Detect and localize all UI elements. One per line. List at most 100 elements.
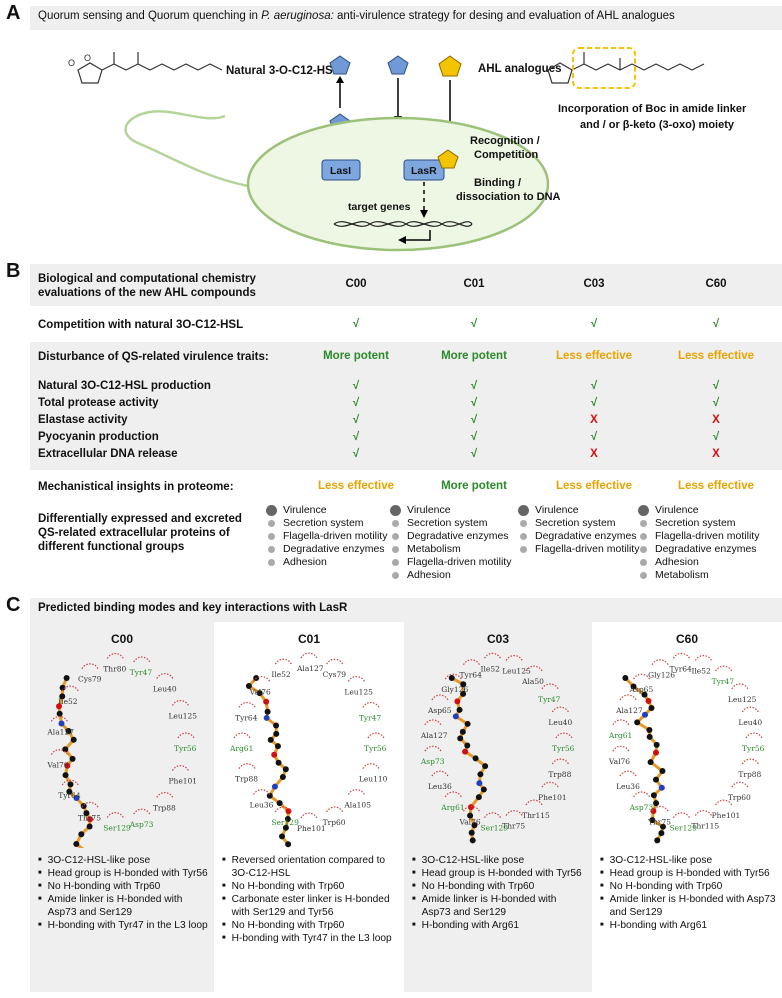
ligand-atom: [263, 714, 270, 721]
hydrophobic-arc: [619, 770, 637, 777]
hydrophobic-arc: [694, 810, 712, 816]
hydrophobic-arc: [741, 706, 759, 713]
binding-line1: Binding /: [474, 177, 521, 189]
bullet-dot-icon: [392, 546, 399, 553]
hydrophobic-arc: [171, 765, 190, 771]
check-mark: √: [352, 431, 360, 443]
residue-label: Leu36: [428, 782, 452, 791]
protein-label: Degradative enzymes: [283, 543, 385, 555]
residue-label: Asp73: [629, 803, 654, 812]
hydrophobic-arc: [133, 656, 151, 663]
ligand-atom: [245, 683, 252, 690]
hydrophobic-arc: [444, 791, 462, 798]
ligand-atom: [64, 762, 71, 769]
bullet-text: Amide linker is H-bonded with Asp73 and …: [421, 894, 557, 918]
b-competition-row: Competition with natural 3O-C12-HSL √ √ …: [30, 310, 782, 340]
ligand-atom: [279, 773, 286, 780]
residue-label: Phe101: [538, 793, 567, 802]
ligplot-diagram: Tyr56Phe101Trp88Asp73Ser129Thr75Tyr64Val…: [46, 652, 197, 848]
check-mark: √: [470, 397, 478, 409]
bullet-item: 3O-C12-HSL-like pose: [412, 854, 586, 867]
bullet-dot-icon: [638, 505, 649, 516]
natural-label: Natural 3-O-C12-HSL: [226, 65, 340, 77]
residue-label: Thr115: [691, 822, 719, 831]
hydrophobic-arc: [171, 699, 190, 706]
residue-label: Tyr47: [359, 713, 382, 722]
ligand-atom: [659, 767, 666, 774]
hydrophobic-arc: [505, 810, 523, 816]
hydrophobic-arc: [612, 719, 630, 726]
hydrophobic-arc: [431, 770, 449, 777]
hydrophobic-arc: [431, 694, 449, 701]
ligand-atom: [285, 841, 292, 848]
competition-c60: √: [712, 318, 720, 330]
hydrophobic-arc: [81, 663, 99, 670]
residue-label: Ala127: [615, 706, 643, 715]
trait-label: Pyocyanin production: [38, 431, 159, 443]
ligand-atom: [622, 675, 629, 681]
disturbance-label: Disturbance of QS-related virulence trai…: [38, 351, 269, 363]
residue-label: Leu125: [728, 695, 757, 704]
ligand-atom: [464, 720, 471, 727]
hydrophobic-arc: [484, 812, 502, 819]
ligand-atom: [271, 751, 278, 758]
protein-label: Secretion system: [407, 517, 488, 529]
hydrophobic-arc: [505, 654, 523, 661]
hydrophobic-arc: [61, 685, 79, 692]
hydrophobic-arc: [233, 732, 251, 739]
diff-line1: Differentially expressed and excreted: [38, 513, 242, 525]
check-mark: √: [352, 380, 360, 392]
ligand-atom: [80, 803, 87, 810]
check-mark: √: [352, 414, 360, 426]
bullet-item: Head group is H-bonded with Tyr56: [412, 867, 586, 880]
residue-label: Leu36: [616, 782, 640, 791]
residue-label: Tyr56: [742, 744, 765, 753]
ligand-atom: [476, 780, 483, 787]
lasi-label: LasI: [330, 165, 351, 177]
bullet-dot-icon: [392, 520, 399, 527]
bullet-dot-icon: [640, 546, 647, 553]
residue-label: Leu110: [359, 775, 388, 784]
hydrophobic-arc: [444, 673, 462, 680]
ligand-bonds: [451, 676, 488, 841]
hydrophobic-arc: [106, 812, 124, 818]
bullet-text: H-bonding with Arg61: [609, 920, 708, 931]
bullet-dot-icon: [518, 505, 529, 516]
ligand-atom: [647, 759, 654, 766]
protein-item: Secretion system: [390, 517, 511, 530]
ligand-atom: [69, 755, 76, 762]
ligand-atom: [87, 816, 94, 823]
panel-a-letter: A: [6, 2, 21, 24]
bacterial-cell: [246, 116, 550, 252]
protein-label: Virulence: [283, 504, 327, 516]
ligand-atom: [73, 794, 80, 801]
residue-label: Ser129: [669, 824, 697, 833]
c-bullet-list: Reversed orientation compared to 3O-C12-…: [222, 854, 398, 945]
lasr-box: [403, 159, 445, 181]
residue-label: Tyr56: [364, 744, 387, 753]
ligand-atom: [264, 708, 271, 715]
col-c00: C00: [345, 278, 367, 290]
flagellum: [124, 110, 249, 188]
col-c03: C03: [583, 278, 605, 290]
residue-label: Trp88: [153, 803, 176, 812]
protein-item: Metabolism: [638, 569, 759, 582]
bullet-dot-icon: [640, 572, 647, 579]
ligand-atom: [66, 788, 73, 795]
b-header-line1: Biological and computational chemistry: [38, 273, 256, 285]
hydrophobic-arc: [541, 683, 559, 690]
ligand-atom: [653, 749, 660, 756]
residue-label: Phe101: [297, 824, 326, 833]
ligand-bonds: [624, 676, 665, 842]
bullet-text: H-bonding with Tyr47 in the L3 loop: [47, 920, 208, 931]
residue-label: Asp65: [427, 706, 452, 715]
bullet-dot-icon: [640, 520, 647, 527]
protein-item: Degradative enzymes: [638, 543, 759, 556]
binding-line2: dissociation to DNA: [456, 191, 561, 203]
protein-item: Degradative enzymes: [518, 530, 639, 543]
residue-label: Trp88: [235, 775, 258, 784]
cross-mark: X: [712, 414, 720, 426]
